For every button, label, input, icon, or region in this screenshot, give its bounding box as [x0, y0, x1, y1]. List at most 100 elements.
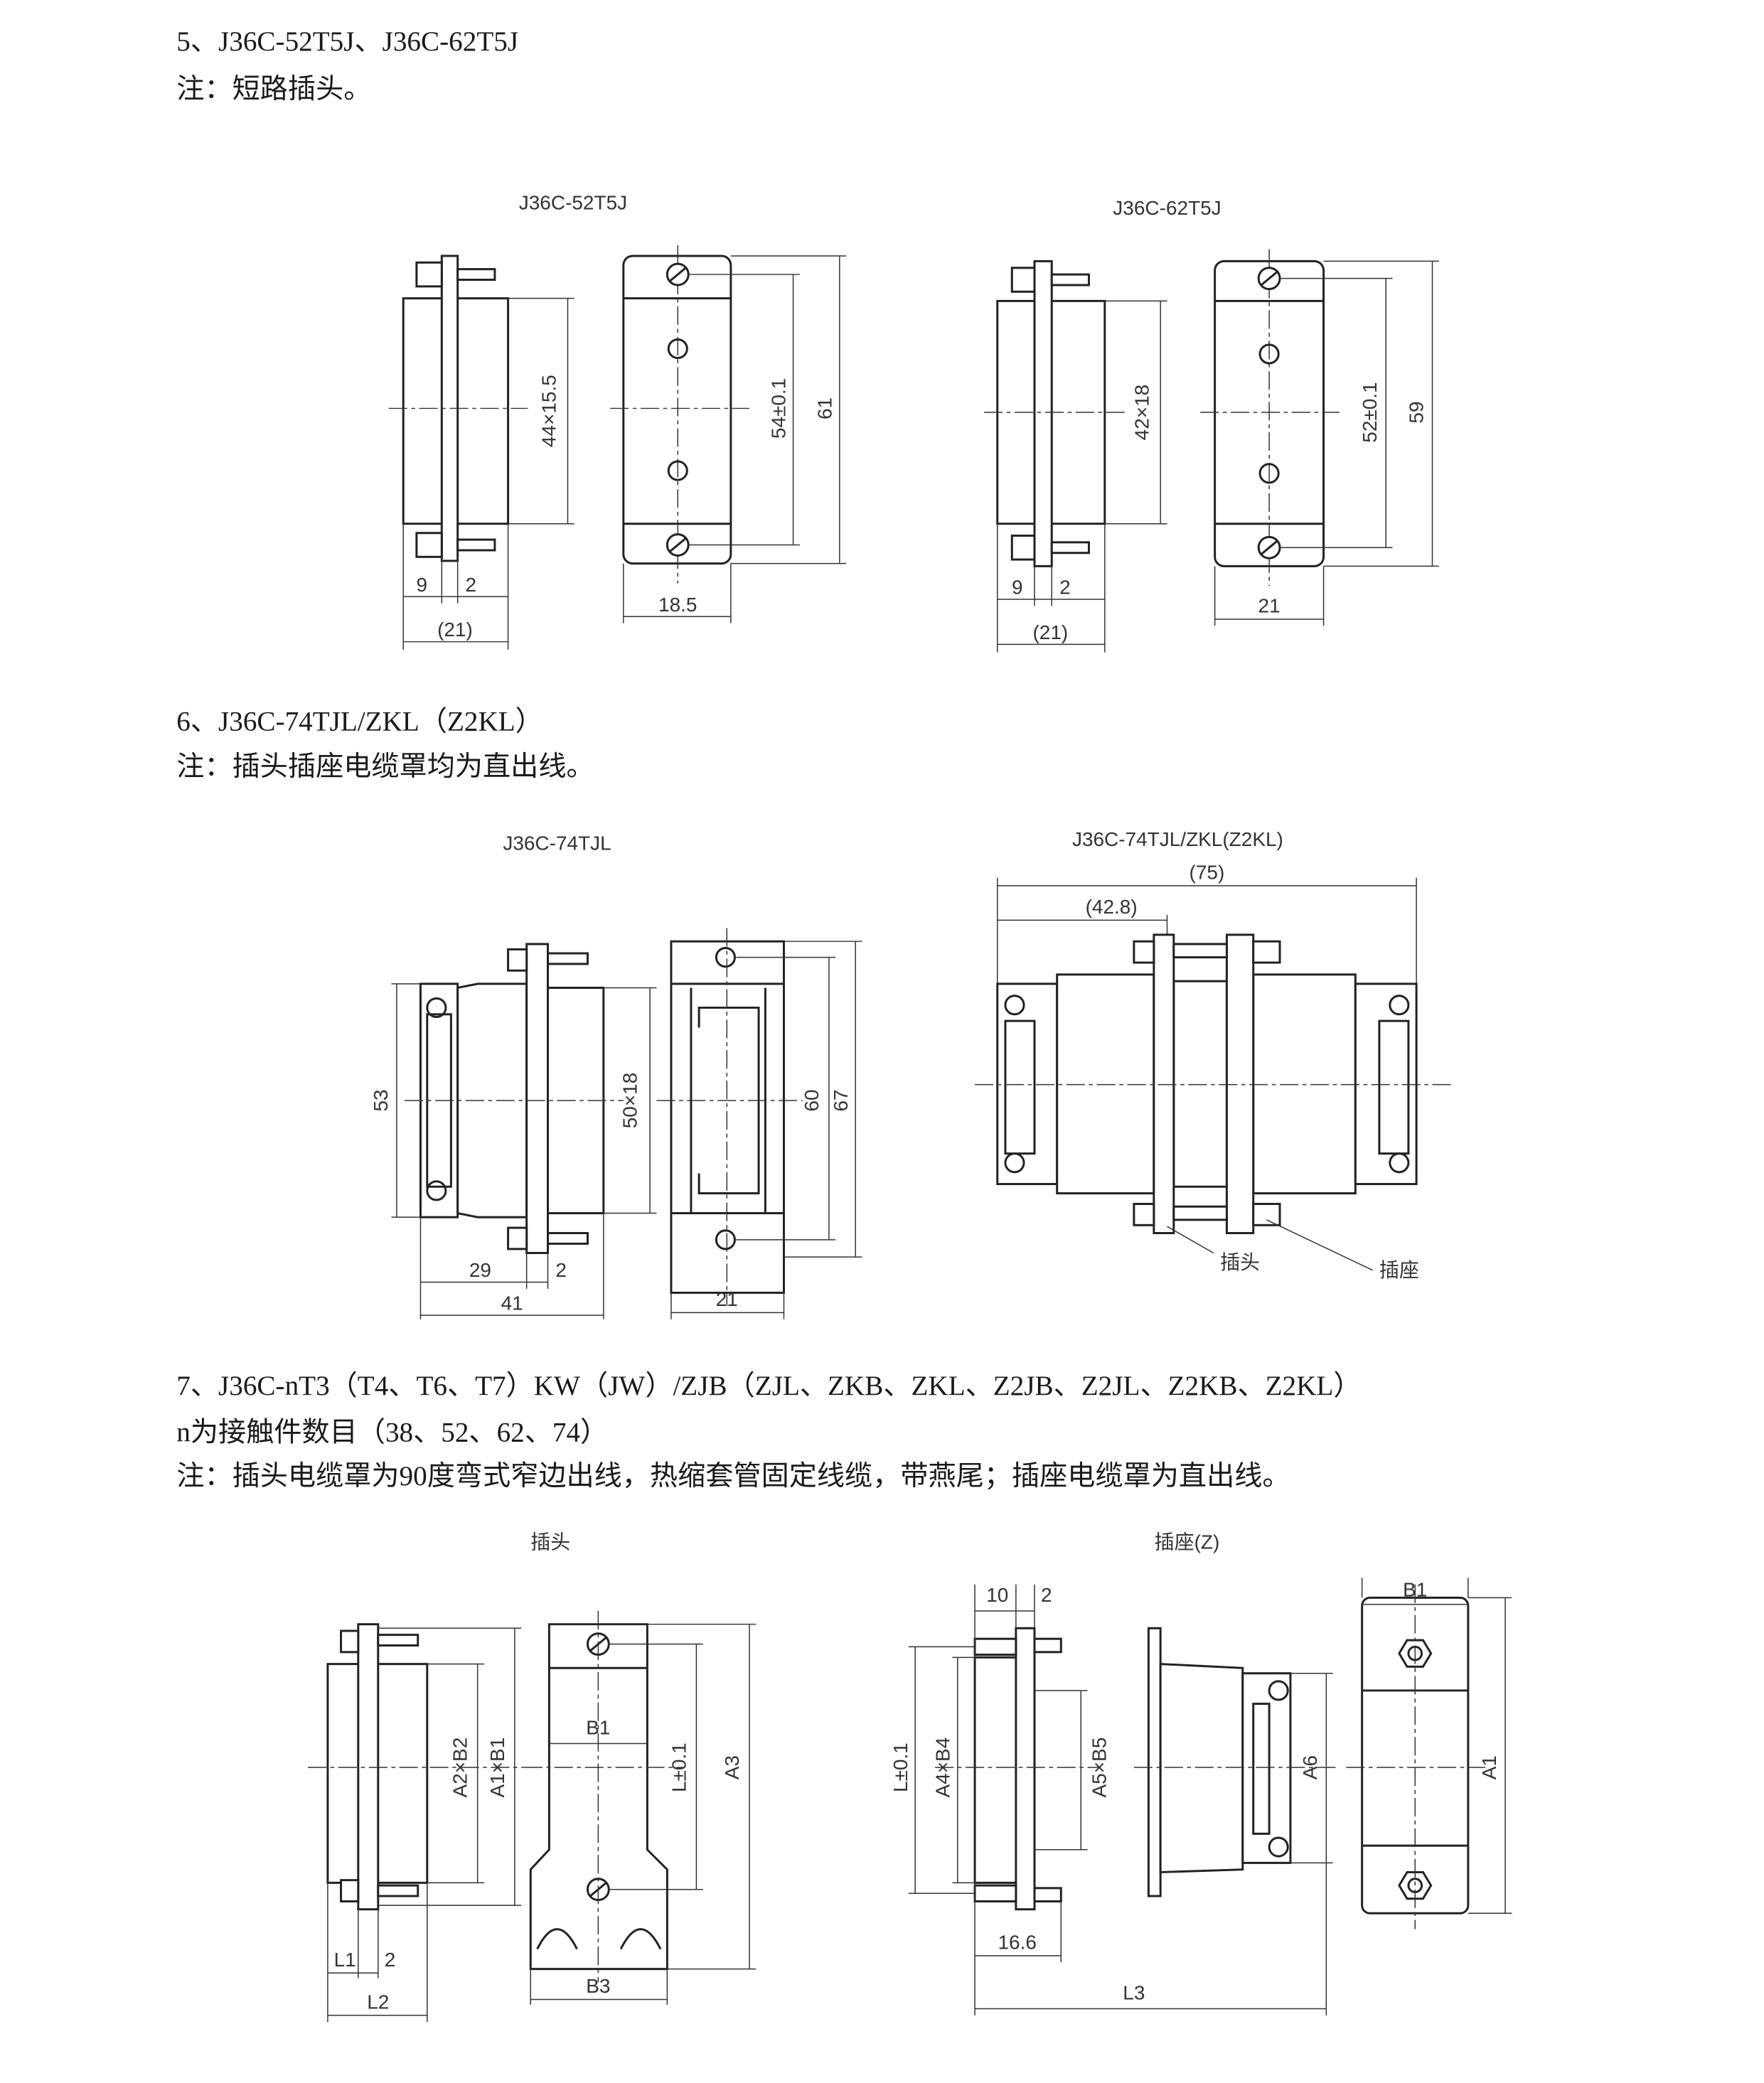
flange — [1015, 1627, 1036, 1911]
nut-icon — [1252, 1202, 1281, 1226]
screw-icon — [973, 1637, 1017, 1656]
dim-a: 9 — [417, 574, 428, 596]
dim-b1: B1 — [586, 1716, 610, 1738]
section-7-subheading: n为接触件数目（38、52、62、74） — [176, 1417, 608, 1447]
label-plug: 插头 — [1220, 1251, 1260, 1273]
screw-icon — [1010, 267, 1090, 293]
hole-icon — [667, 338, 688, 360]
dim-b: 2 — [1059, 577, 1071, 599]
drawing-title: J36C-52T5J — [519, 192, 627, 214]
flange — [525, 943, 549, 1254]
dim-b1: B1 — [1403, 1579, 1427, 1601]
drawing-62t5j: J36C-62T5J 42×18 9 2 (21) 52±0.1 59 21 — [984, 197, 1439, 653]
screw-icon — [1004, 995, 1025, 1016]
drawing-title: J36C-74TJL — [503, 832, 611, 854]
dim-l1: L1 — [334, 1949, 356, 1971]
dim-a3: A3 — [721, 1755, 743, 1779]
dim-body: 42×18 — [1130, 385, 1153, 441]
drawing-74tjl: J36C-74TJL 53 50×18 29 2 41 60 67 21 — [370, 832, 862, 1319]
hole-icon — [715, 947, 736, 968]
dim-a: 29 — [469, 1259, 491, 1281]
front-plate — [529, 1623, 668, 1971]
screw-icon — [1010, 534, 1090, 561]
hole-icon — [715, 1229, 736, 1251]
socket-body — [1252, 973, 1357, 1195]
nut-icon — [1133, 1202, 1155, 1226]
screw-icon — [1004, 1152, 1025, 1174]
dim-width: 21 — [716, 1288, 738, 1310]
dim-plug: (42.8) — [1086, 896, 1138, 918]
plug-body — [1056, 973, 1155, 1195]
hole-icon — [667, 460, 688, 481]
socket-cable-cover — [1354, 982, 1418, 1185]
drawing-title: 插头 — [530, 1531, 570, 1553]
dim-width: 21 — [1258, 595, 1281, 617]
label-socket: 插座 — [1379, 1259, 1419, 1281]
screw-icon — [665, 533, 690, 557]
screw-icon — [1268, 1836, 1289, 1858]
cable-cover — [1241, 1672, 1292, 1864]
coupling — [1172, 980, 1228, 1188]
dim-holes: 60 — [801, 1089, 823, 1111]
section-5-note: 注：短路插头。 — [176, 74, 371, 105]
dim-height: 59 — [1405, 401, 1427, 423]
dim-l: L±0.1 — [668, 1742, 690, 1792]
hole-icon — [1258, 343, 1280, 365]
screw-icon — [1389, 995, 1410, 1016]
dim-a4: A4×B4 — [932, 1737, 954, 1798]
dim-overall: (75) — [1190, 862, 1225, 884]
dim-overall: (21) — [437, 619, 473, 641]
screw-icon — [507, 948, 589, 972]
dim-holes: 54±0.1 — [767, 378, 789, 439]
mounting-plate — [1147, 1627, 1162, 1897]
dim-inner: A2×B2 — [449, 1737, 471, 1798]
screw-icon — [1268, 1680, 1289, 1701]
dim-b: 2 — [1041, 1584, 1052, 1606]
screw-icon — [507, 1226, 589, 1251]
dim-overall: (21) — [1032, 621, 1068, 643]
dim-body: 44×15.5 — [538, 375, 560, 447]
front-plate — [622, 255, 732, 565]
dim-a1: A1 — [1478, 1755, 1500, 1779]
drawing-title: J36C-74TJL/ZKL(Z2KL) — [1072, 828, 1283, 850]
nut-icon — [1133, 940, 1155, 964]
dim-b3: B3 — [586, 1975, 610, 1997]
dim-w: 16.6 — [998, 1932, 1037, 1954]
hole-icon — [1258, 463, 1280, 484]
dim-l: L±0.1 — [889, 1742, 912, 1792]
plug-flange — [1153, 933, 1175, 1234]
screw-icon — [426, 1180, 447, 1201]
socket-shell — [1159, 1663, 1244, 1873]
screw-icon — [340, 1879, 360, 1902]
plug-cable-cover — [996, 982, 1059, 1185]
section-7-heading: 7、J36C-nT3（T4、T6、T7）KW（JW）/ZJB（ZJL、ZKB、Z… — [176, 1371, 1361, 1401]
dim-a: 10 — [986, 1584, 1008, 1606]
dim-holes: 52±0.1 — [1359, 382, 1381, 442]
section-6-note: 注：插头插座电缆罩均为直出线。 — [176, 751, 594, 782]
screw-icon — [1257, 535, 1281, 559]
flange — [357, 1623, 380, 1911]
dim-a5: A5×B5 — [1089, 1737, 1111, 1798]
dim-overall: 41 — [501, 1292, 523, 1314]
dim-height: 67 — [830, 1089, 852, 1111]
drawing-title: 插座(Z) — [1155, 1531, 1220, 1553]
screw-icon — [1257, 267, 1281, 291]
dim-cover: 53 — [370, 1089, 392, 1111]
screw-icon — [415, 261, 496, 288]
dim-a6: A6 — [1299, 1755, 1321, 1779]
dim-b: 2 — [466, 574, 477, 596]
section-6-heading: 6、J36C-74TJL/ZKL（Z2KL） — [176, 707, 543, 737]
nut-icon — [1252, 940, 1281, 964]
screw-icon — [340, 1629, 360, 1654]
dim-outer: A1×B1 — [486, 1737, 508, 1798]
section-5-heading: 5、J36C-52T5J、J36C-62T5J — [176, 26, 518, 57]
drawing-socket: 插座(Z) 10 2 L±0.1 A4×B4 A5×B5 16.6 L3 A6 … — [889, 1531, 1512, 2015]
drawing-plug: 插头 A2×B2 A1×B1 L1 2 L2 B1 L±0.1 A3 B3 — [307, 1531, 757, 2023]
drawing-74tjl-zkl-assembly: J36C-74TJL/ZKL(Z2KL) (75) (42.8) 插头 插座 — [975, 828, 1453, 1281]
socket-flange — [1225, 933, 1255, 1234]
dim-l3: L3 — [1123, 1982, 1145, 2004]
dim-b: 2 — [385, 1949, 396, 1971]
drawing-52t5j: J36C-52T5J 44×15.5 9 2 (21) 54±0.1 61 18… — [388, 192, 847, 650]
screw-icon — [415, 532, 496, 558]
drawing-title: J36C-62T5J — [1113, 197, 1221, 219]
